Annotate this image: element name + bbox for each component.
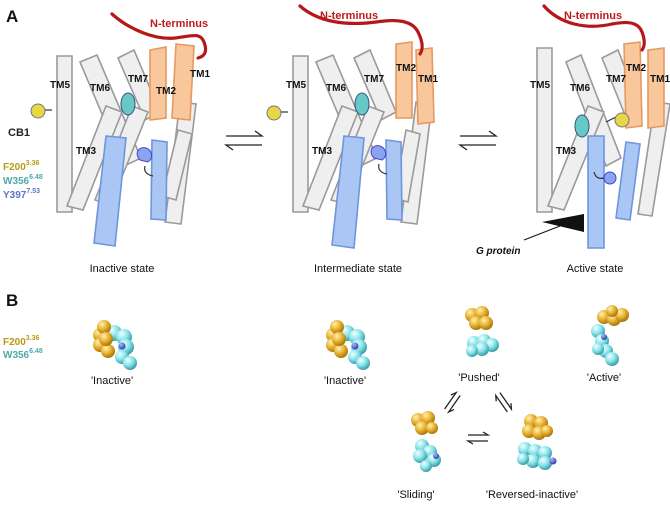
legend-w356-b: W3566.48 xyxy=(3,348,43,361)
equilibrium-arrow-pushed-reversed xyxy=(494,392,513,413)
conformer-label-inactive-1: 'Inactive' xyxy=(91,375,133,387)
tm6-label: TM6 xyxy=(90,83,110,94)
tm2-label: TM2 xyxy=(626,63,646,74)
legend-f200-b: F2003.36 xyxy=(3,335,40,348)
legend-f200: F2003.36 xyxy=(3,160,40,173)
residue-legend-a: F2003.36 W3566.48 Y3977.53 xyxy=(3,160,43,201)
f200-sidechain-icon xyxy=(614,112,630,128)
panel-a-label: A xyxy=(6,7,18,26)
f200-sidechain-icon xyxy=(30,103,46,119)
y397-sidechain-icon xyxy=(603,171,617,185)
n-terminus-label: N-terminus xyxy=(150,18,208,30)
tm1-label: TM1 xyxy=(650,74,670,85)
tm7-blue-inactive xyxy=(150,139,168,221)
tm2-helix-active xyxy=(623,41,643,129)
molecule-pushed xyxy=(465,306,499,357)
equilibrium-arrow-1 xyxy=(223,130,265,151)
receptor-inactive: N-terminus TM5 TM6 TM7 TM2 TM1 TM3 xyxy=(30,12,210,247)
tm2-label: TM2 xyxy=(396,63,416,74)
tm1-helix-intermediate xyxy=(415,47,435,125)
tm2-helix-intermediate xyxy=(395,41,413,119)
cb1-label: CB1 xyxy=(8,127,30,139)
tm3-blue-inactive xyxy=(93,135,127,247)
tm5-label: TM5 xyxy=(530,80,550,91)
tm2-helix-inactive xyxy=(171,43,195,121)
tm3-label: TM3 xyxy=(312,146,332,157)
legend-w356: W3566.48 xyxy=(3,174,43,187)
tm6-label: TM6 xyxy=(326,83,346,94)
g-protein-wedge-icon xyxy=(542,214,584,232)
tm1-helix-active xyxy=(647,47,665,129)
molecule-inactive-2 xyxy=(326,320,370,370)
conformer-label-reversed-inactive: 'Reversed-inactive' xyxy=(486,489,578,501)
residue-legend-b: F2003.36 W3566.48 xyxy=(3,335,43,361)
tm3-blue-active xyxy=(587,135,605,249)
y397-sidechain-icon xyxy=(370,145,387,161)
panel-b-label: B xyxy=(6,291,18,310)
w356-sidechain-icon xyxy=(574,114,590,138)
equilibrium-arrow-2 xyxy=(457,130,499,151)
n-terminus-loop xyxy=(542,4,646,52)
tm6-label: TM6 xyxy=(570,83,590,94)
equilibrium-arrow-sliding-reversed xyxy=(465,431,491,445)
f200-sidechain-icon xyxy=(266,105,282,121)
n-terminus-label: N-terminus xyxy=(564,10,622,22)
tm1-helix-inactive xyxy=(149,46,167,121)
tm3-label: TM3 xyxy=(76,146,96,157)
molecule-inactive-1 xyxy=(93,320,137,370)
state-label-active: Active state xyxy=(567,263,624,275)
tm5-label: TM5 xyxy=(50,80,70,91)
tm1-label: TM1 xyxy=(418,74,438,85)
conformer-label-active: 'Active' xyxy=(587,372,621,384)
w356-sidechain-icon xyxy=(354,92,370,116)
tm7-label: TM7 xyxy=(606,74,626,85)
state-label-inactive: Inactive state xyxy=(90,263,155,275)
n-terminus-loop xyxy=(298,4,424,56)
equilibrium-arrow-pushed-sliding xyxy=(444,391,461,414)
tm7-label: TM7 xyxy=(364,74,384,85)
y397-sidechain-icon xyxy=(136,147,153,163)
tm7-blue-intermediate xyxy=(385,139,403,221)
tm7-label: TM7 xyxy=(128,74,148,85)
tm1-label: TM1 xyxy=(190,69,210,80)
molecule-reversed-inactive xyxy=(517,414,557,470)
molecule-active xyxy=(591,305,629,366)
conformer-label-inactive-2: 'Inactive' xyxy=(324,375,366,387)
conformer-label-sliding: 'Sliding' xyxy=(397,489,434,501)
state-label-intermediate: Intermediate state xyxy=(314,263,402,275)
n-terminus-loop xyxy=(110,12,208,60)
conformer-label-pushed: 'Pushed' xyxy=(458,372,500,384)
molecule-sliding xyxy=(411,411,441,472)
tm2-label: TM2 xyxy=(156,86,176,97)
tm5-label: TM5 xyxy=(286,80,306,91)
receptor-active: N-terminus TM5 TM6 TM7 TM2 TM1 TM3 G pro… xyxy=(476,4,670,257)
g-protein-label: G protein xyxy=(476,246,520,257)
tm3-blue-intermediate xyxy=(331,135,365,249)
legend-y397: Y3977.53 xyxy=(3,188,40,201)
receptor-intermediate: N-terminus TM5 TM6 TM7 TM2 TM1 TM3 xyxy=(266,4,438,249)
n-terminus-label: N-terminus xyxy=(320,10,378,22)
tm7-blue-active xyxy=(615,141,641,221)
tm3-label: TM3 xyxy=(556,146,576,157)
w356-sidechain-icon xyxy=(120,92,136,116)
